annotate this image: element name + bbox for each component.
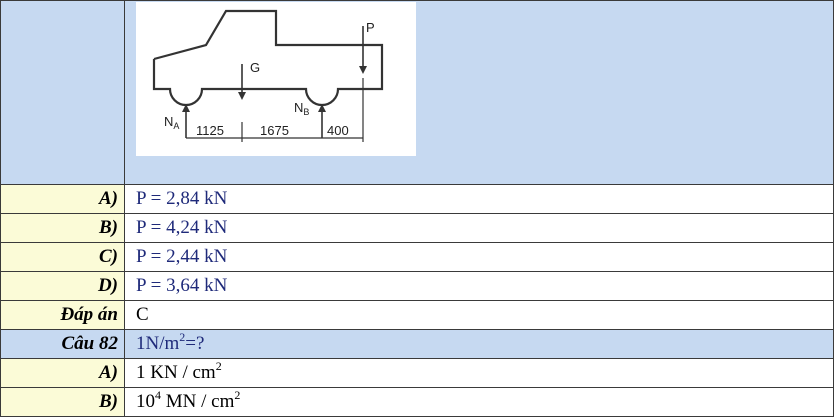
question-label: Câu 82 <box>0 329 125 359</box>
g-arrowhead <box>238 92 246 100</box>
truck-diagram-svg: G P NA NB 1125 1675 400 <box>152 9 384 142</box>
option-value: P = 3,64 kN <box>124 271 834 301</box>
option-label: D) <box>0 271 125 301</box>
option-label: C) <box>0 242 125 272</box>
option-value: 1 KN / cm2 <box>124 358 834 388</box>
figure-row <box>0 0 834 185</box>
question-row: Câu 82 1N/m2=? <box>0 329 834 359</box>
option-value: P = 2,44 kN <box>124 242 834 272</box>
option-value: P = 4,24 kN <box>124 213 834 243</box>
nb-arrowhead <box>318 104 326 112</box>
option-row: A) P = 2,84 kN <box>0 184 834 214</box>
option-row: A) 1 KN / cm2 <box>0 358 834 388</box>
option-row: B) P = 4,24 kN <box>0 213 834 243</box>
g-label: G <box>250 60 260 75</box>
nb-label: NB <box>294 100 309 117</box>
answer-value: C <box>124 300 834 330</box>
option-label: A) <box>0 358 125 388</box>
option-value: P = 2,84 kN <box>124 184 834 214</box>
question-text: 1N/m2=? <box>124 329 834 359</box>
dim-1675: 1675 <box>260 123 289 138</box>
answer-label: Đáp án <box>0 300 125 330</box>
option-label: B) <box>0 387 125 417</box>
na-label: NA <box>164 114 179 131</box>
p-label: P <box>366 20 375 35</box>
option-row: B) 104 MN / cm2 <box>0 387 834 417</box>
option-label: B) <box>0 213 125 243</box>
truck-body <box>152 9 384 107</box>
dim-400: 400 <box>327 123 349 138</box>
p-arrowhead <box>359 66 367 74</box>
truck-diagram: G P NA NB 1125 1675 400 <box>136 2 416 156</box>
answer-row: Đáp án C <box>0 300 834 330</box>
dim-1125: 1125 <box>196 123 224 138</box>
figure-label-cell <box>0 0 125 185</box>
option-value: 104 MN / cm2 <box>124 387 834 417</box>
option-row: D) P = 3,64 kN <box>0 271 834 301</box>
option-row: C) P = 2,44 kN <box>0 242 834 272</box>
na-arrowhead <box>182 104 190 112</box>
option-label: A) <box>0 184 125 214</box>
